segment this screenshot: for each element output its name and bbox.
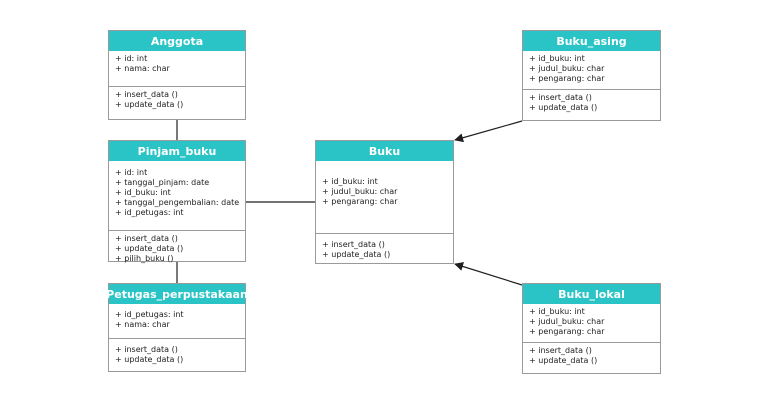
attribute: + id_buku: int [529,54,585,63]
attributes-section: + id: int + nama: char [109,51,245,86]
method: + insert_data () [322,240,385,249]
class-petugas-perpustakaan: Petugas_perpustakaan + id_petugas: int +… [106,283,248,372]
method: + insert_data () [529,346,592,355]
methods-section: + insert_data () + update_data () [523,342,660,369]
methods-section: + insert_data () + update_data () + pili… [109,230,245,267]
method: + update_data () [115,100,184,109]
method: + insert_data () [115,90,178,99]
attributes-section: + id_buku: int + judul_buku: char + peng… [316,161,453,233]
method: + insert_data () [115,234,178,243]
class-pinjam-buku: Pinjam_buku + id: int + tanggal_pinjam: … [108,140,246,263]
class-name: Petugas_perpustakaan [106,284,248,304]
class-buku: Buku + id_buku: int + judul_buku: char +… [315,140,454,264]
method: + update_data () [529,356,598,365]
attribute: + id_buku: int [115,188,171,197]
methods-section: + insert_data () + update_data () [109,86,245,113]
attribute: + tanggal_pengembalian: date [115,198,240,207]
attribute: + judul_buku: char [529,317,605,326]
arrow-buku-asing-to-buku [454,120,523,143]
class-name: Buku [316,141,453,161]
attribute: + tanggal_pinjam: date [115,178,210,187]
attribute: + judul_buku: char [529,64,605,73]
method: + update_data () [529,103,598,112]
attribute: + judul_buku: char [322,187,398,196]
attributes-section: + id_petugas: int + nama: char [109,304,245,338]
method: + insert_data () [115,345,178,354]
arrow-buku-lokal-to-buku [454,262,523,286]
methods-section: + insert_data () + update_data () [109,338,245,368]
method: + update_data () [322,250,391,259]
class-name: Buku_lokal [523,284,660,304]
method: + insert_data () [529,93,592,102]
class-anggota: Anggota + id: int + nama: char + insert_… [108,30,246,120]
class-buku-asing: Buku_asing + id_buku: int + judul_buku: … [522,30,661,121]
attribute: + id: int [115,54,148,63]
attributes-section: + id: int + tanggal_pinjam: date + id_bu… [109,161,245,230]
method: + update_data () [115,244,184,253]
attribute: + id_petugas: int [115,310,184,319]
attributes-section: + id_buku: int + judul_buku: char + peng… [523,51,660,89]
class-buku-lokal: Buku_lokal + id_buku: int + judul_buku: … [522,283,661,374]
class-name: Pinjam_buku [109,141,245,161]
method: + pilih_buku () [115,254,174,263]
attribute: + pengarang: char [529,327,605,336]
class-name: Buku_asing [523,31,660,51]
attribute: + id_buku: int [529,307,585,316]
class-name: Anggota [109,31,245,51]
method: + update_data () [115,355,184,364]
methods-section: + insert_data () + update_data () [316,233,453,263]
attribute: + pengarang: char [529,74,605,83]
attribute: + id_buku: int [322,177,378,186]
attribute: + id_petugas: int [115,208,184,217]
attribute: + nama: char [115,64,170,73]
attributes-section: + id_buku: int + judul_buku: char + peng… [523,304,660,342]
attribute: + id: int [115,168,148,177]
methods-section: + insert_data () + update_data () [523,89,660,116]
attribute: + nama: char [115,320,170,329]
attribute: + pengarang: char [322,197,398,206]
